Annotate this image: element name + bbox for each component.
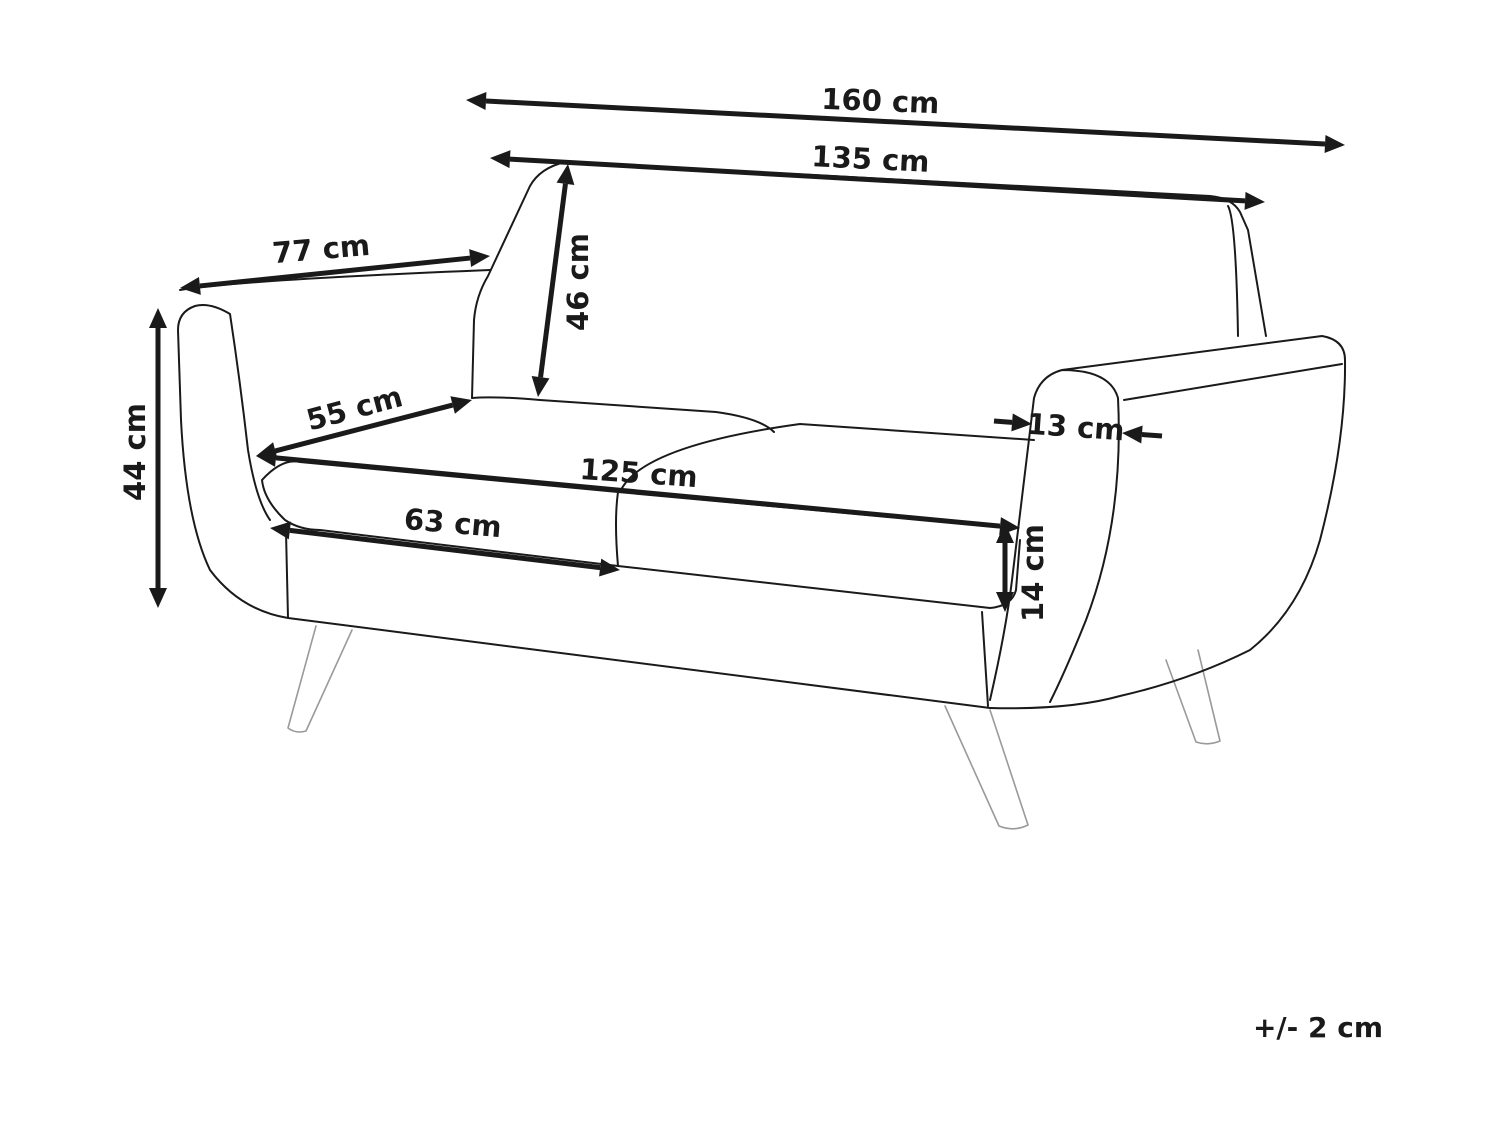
seat-width-arrow — [275, 455, 1001, 529]
armrest-width-arrow-left — [993, 418, 1013, 425]
seat-thickness-arrow-head-end — [996, 592, 1014, 612]
sofa-leg-front-left — [287, 625, 353, 733]
dimension-labels: 160 cm 135 cm 77 cm 46 cm 44 cm 55 cm 12… — [118, 82, 1383, 1044]
cushion-width-arrow-head-end — [599, 558, 620, 577]
seat-width-label: 125 cm — [579, 452, 699, 494]
overall-depth-arrow — [199, 255, 471, 289]
armrest-width-label: 13 cm — [1026, 407, 1126, 448]
overall-height-label: 44 cm — [118, 403, 152, 501]
backrest-height-label: 46 cm — [561, 233, 595, 331]
cushion-width-arrow-head-start — [270, 521, 291, 540]
overall-width-arrow-head-end — [1324, 134, 1345, 153]
armrest-width-arrow-right-head-end — [1122, 425, 1143, 444]
seat-thickness-label: 14 cm — [1016, 524, 1050, 622]
seat-thickness-arrow-head-start — [996, 523, 1014, 543]
overall-depth-arrow-head-start — [180, 276, 201, 295]
sofa-backrest — [471, 161, 1267, 399]
backrest-width-arrow — [509, 156, 1246, 204]
backrest-height-arrow-head-end — [531, 376, 550, 397]
dimension-arrows — [149, 92, 1345, 612]
sofa-front-panel — [285, 531, 991, 709]
sofa-leg-front-right — [944, 705, 1029, 830]
seat-width-arrow-head-start — [256, 448, 277, 467]
backrest-width-arrow-head-end — [1244, 191, 1265, 210]
sofa-line-drawing-icon — [177, 161, 1347, 830]
sofa-leg-back-right — [1165, 649, 1221, 745]
overall-width-arrow — [485, 98, 1326, 147]
sofa-seat-cushions — [261, 396, 1035, 609]
backrest-width-arrow-head-start — [490, 150, 511, 169]
backrest-height-arrow — [538, 183, 568, 378]
sofa-left-armrest — [177, 269, 491, 619]
overall-height-arrow-head-end — [149, 588, 167, 608]
overall-width-arrow-head-start — [466, 92, 487, 111]
overall-depth-arrow-head-end — [469, 249, 490, 268]
armrest-width-arrow-left-head-end — [1011, 413, 1032, 432]
sofa-right-armrest — [989, 335, 1347, 710]
seat-depth-arrow — [274, 402, 454, 454]
overall-width-label: 160 cm — [821, 82, 940, 121]
cushion-width-arrow — [289, 527, 601, 571]
overall-height-arrow-head-start — [149, 308, 167, 328]
backrest-width-label: 135 cm — [811, 139, 931, 179]
cushion-width-label: 63 cm — [403, 502, 503, 544]
armrest-width-arrow-right — [1141, 432, 1163, 439]
overall-depth-label: 77 cm — [271, 228, 371, 270]
seat-depth-arrow-head-end — [450, 396, 472, 414]
backrest-height-arrow-head-start — [556, 164, 575, 185]
tolerance-note: +/- 2 cm — [1253, 1011, 1383, 1044]
